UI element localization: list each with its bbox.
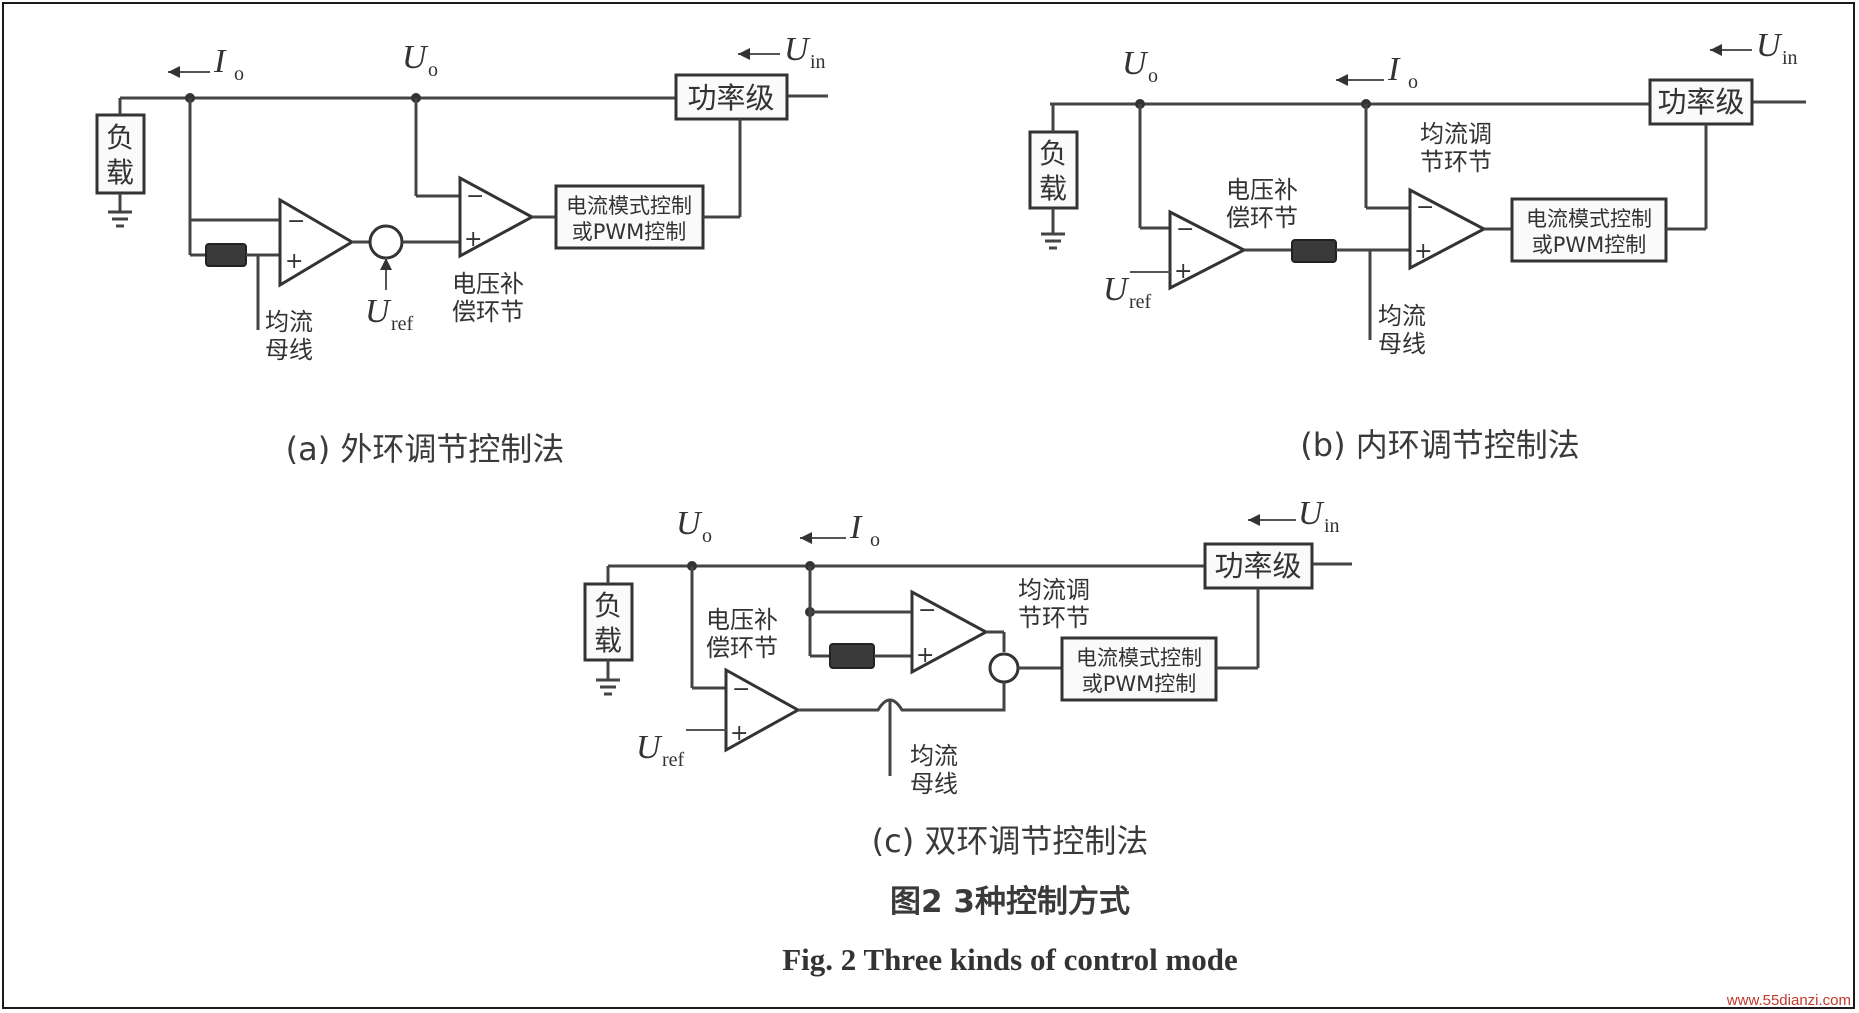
vcomp-label-1: 电压补	[452, 270, 524, 298]
diagram-b: 负 载 U o I o U in 功率级 − + U ref	[1028, 27, 1806, 464]
svg-text:+: +	[1174, 259, 1192, 284]
svg-text:o: o	[234, 63, 244, 85]
power-stage-box	[1203, 542, 1314, 590]
control-label-1: 电流模式控制	[1076, 646, 1202, 670]
load-label-1: 负	[106, 121, 134, 154]
svg-text:ref: ref	[391, 313, 414, 335]
uo-label: U	[1122, 45, 1149, 82]
shunt-resistor-icon	[205, 243, 247, 267]
vcomp-label-2: 偿环节	[452, 298, 524, 326]
svg-text:o: o	[1148, 65, 1158, 87]
load-label-2: 载	[106, 156, 134, 189]
svg-text:o: o	[702, 525, 712, 547]
io-label: I	[213, 43, 227, 80]
svg-text:in: in	[1782, 47, 1798, 69]
svg-text:+: +	[1414, 239, 1432, 264]
bus-label-1: 均流	[1378, 302, 1426, 330]
load-box	[95, 113, 146, 195]
uo-label: U	[676, 505, 703, 542]
voltage-amp-icon	[724, 667, 802, 753]
svg-text:−: −	[287, 209, 305, 234]
svg-text:ref: ref	[662, 749, 685, 771]
control-label-2: 或PWM控制	[1082, 672, 1197, 696]
uin-label: U	[1298, 495, 1325, 532]
caption-a: (a) 外环调节控制法	[286, 430, 565, 468]
svg-text:o: o	[428, 59, 438, 81]
power-stage-box	[674, 73, 789, 121]
svg-text:ref: ref	[1129, 291, 1152, 313]
uref-label: U	[365, 293, 392, 330]
load-label-2: 载	[594, 624, 622, 657]
control-box	[1510, 197, 1668, 263]
watermark: www.55dianzi.com	[1726, 992, 1851, 1009]
control-box	[554, 184, 705, 250]
control-label-1: 电流模式控制	[566, 194, 692, 218]
shunt-resistor-icon	[1291, 239, 1337, 263]
uo-label: U	[402, 39, 429, 76]
uref-label: U	[636, 729, 663, 766]
bus-label-1: 均流	[265, 308, 313, 336]
svg-text:+: +	[285, 249, 303, 274]
diagram-a: 负 载 I o U o U in 功率级 −	[95, 31, 828, 468]
uref-label: U	[1103, 271, 1130, 308]
uin-label: U	[784, 31, 811, 68]
share-label-1: 均流调	[1420, 120, 1492, 148]
svg-text:−: −	[732, 677, 750, 702]
svg-text:+: +	[464, 227, 482, 252]
load-label-1: 负	[594, 589, 622, 622]
control-label-2: 或PWM控制	[572, 220, 687, 244]
share-label-1: 均流调	[1018, 576, 1090, 604]
share-amp-icon	[1408, 187, 1488, 271]
io-label: I	[849, 509, 863, 546]
vcomp-label-2: 偿环节	[1226, 204, 1298, 232]
power-stage-box	[1648, 78, 1754, 126]
summing-junction-icon	[368, 224, 404, 260]
voltage-amp-icon	[458, 175, 536, 259]
svg-text:o: o	[1408, 71, 1418, 93]
current-amp-icon	[278, 197, 355, 288]
svg-text:o: o	[870, 529, 880, 551]
share-label-2: 节环节	[1420, 148, 1492, 176]
svg-text:−: −	[1416, 195, 1434, 220]
figure-title-en: Fig. 2 Three kinds of control mode	[782, 942, 1238, 977]
power-stage-label: 功率级	[687, 81, 774, 115]
svg-text:in: in	[1324, 515, 1340, 537]
vcomp-label-1: 电压补	[706, 606, 778, 634]
svg-text:in: in	[810, 51, 826, 73]
power-stage-label: 功率级	[1214, 549, 1301, 583]
shunt-resistor-icon	[829, 643, 875, 669]
voltage-amp-icon	[1168, 209, 1248, 291]
diagram-c: 负 载 U o I o U in 功率级 − +	[583, 495, 1352, 860]
svg-text:−: −	[466, 184, 484, 209]
caption-b: (b) 内环调节控制法	[1300, 426, 1579, 464]
svg-text:−: −	[918, 598, 936, 623]
bus-label-1: 均流	[910, 742, 958, 770]
load-label-2: 载	[1039, 172, 1067, 205]
share-label-2: 节环节	[1018, 604, 1090, 632]
svg-text:+: +	[730, 721, 748, 746]
control-box	[1060, 636, 1218, 702]
figure-title-cn: 图2 3种控制方式	[890, 884, 1130, 920]
io-label: I	[1387, 51, 1401, 88]
vcomp-label-2: 偿环节	[706, 634, 778, 662]
bus-label-2: 母线	[265, 336, 313, 364]
control-label-1: 电流模式控制	[1526, 207, 1652, 231]
vcomp-label-1: 电压补	[1226, 176, 1298, 204]
uin-label: U	[1756, 27, 1783, 64]
power-stage-label: 功率级	[1657, 85, 1744, 119]
summing-junction-icon	[988, 652, 1020, 684]
share-amp-icon	[910, 589, 990, 675]
bus-label-2: 母线	[910, 770, 958, 798]
bus-label-2: 母线	[1378, 330, 1426, 358]
svg-text:−: −	[1176, 217, 1194, 242]
svg-text:+: +	[916, 643, 934, 668]
control-label-2: 或PWM控制	[1532, 233, 1647, 257]
load-label-1: 负	[1039, 137, 1067, 170]
caption-c: (c) 双环调节控制法	[872, 822, 1149, 860]
